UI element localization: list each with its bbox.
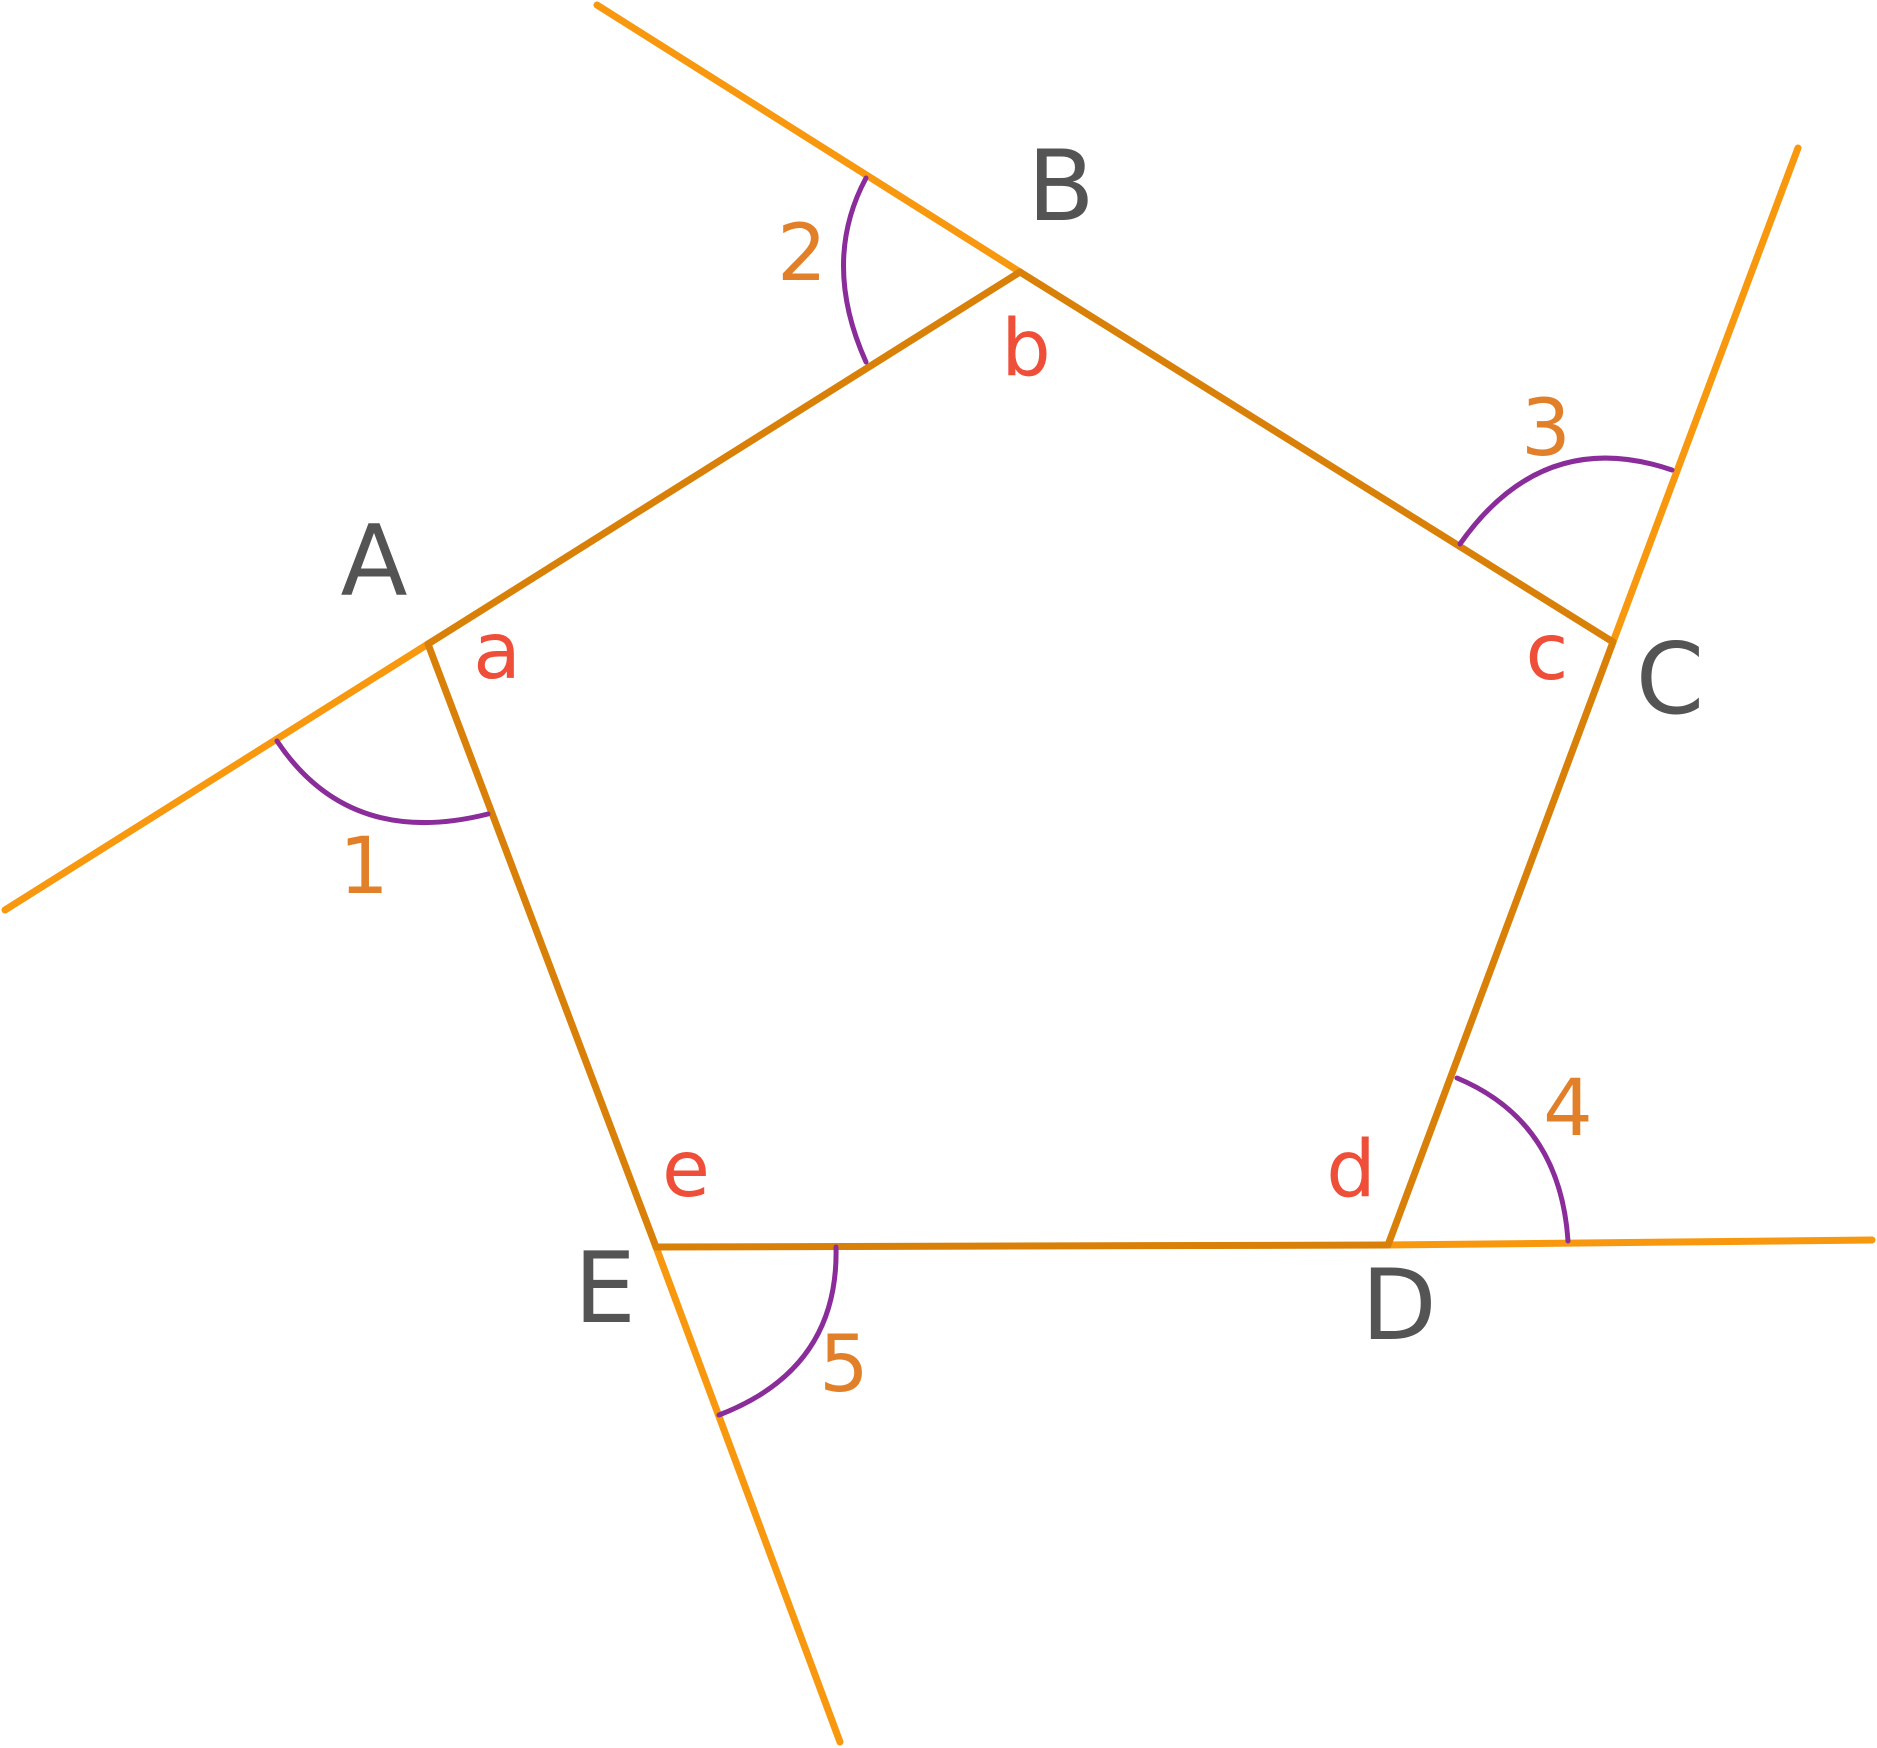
exterior-angle-arcs [274,175,1675,1418]
interior-angle-label-b: b [1001,304,1051,394]
exterior-angle-arc-4 [1454,1075,1571,1244]
side-bc [1016,268,1617,646]
vertex-label-e: E [574,1232,636,1346]
interior-angle-label-d: d [1326,1125,1376,1215]
side-cd [1384,638,1617,1249]
interior-angle-label-a: a [473,607,521,697]
exterior-angle-label-3: 3 [1521,384,1571,474]
pentagon [424,268,1617,1251]
extension-line-cb [593,1,1024,276]
exterior-angle-label-5: 5 [819,1320,869,1410]
interior-angle-label-e: e [662,1125,710,1215]
exterior-angle-label-4: 4 [1543,1064,1593,1154]
vertex-label-b: B [1027,130,1094,244]
vertex-label-c: C [1636,623,1704,737]
extension-line-ae [652,1243,844,1746]
extension-line-ed [1384,1236,1876,1249]
side-ea [424,640,660,1251]
vertex-labels: A B C D E [340,130,1704,1363]
extension-line-dc [1609,144,1802,646]
exterior-angle-arc-5 [716,1244,839,1418]
interior-angle-label-c: c [1526,608,1569,698]
exterior-angle-label-1: 1 [339,822,389,912]
exterior-angle-arc-2 [841,175,869,365]
exterior-angle-arc-3 [1457,455,1675,547]
exterior-angle-labels: 1 2 3 4 5 [339,209,1593,1410]
exterior-angle-label-2: 2 [777,209,827,299]
exterior-angle-arc-1 [274,738,491,826]
extension-line-ba [1,640,432,914]
vertex-label-d: D [1361,1249,1436,1363]
side-de [652,1241,1392,1251]
side-ab [424,268,1024,648]
interior-angle-labels: a b c d e [473,304,1568,1215]
vertex-label-a: A [340,505,407,619]
